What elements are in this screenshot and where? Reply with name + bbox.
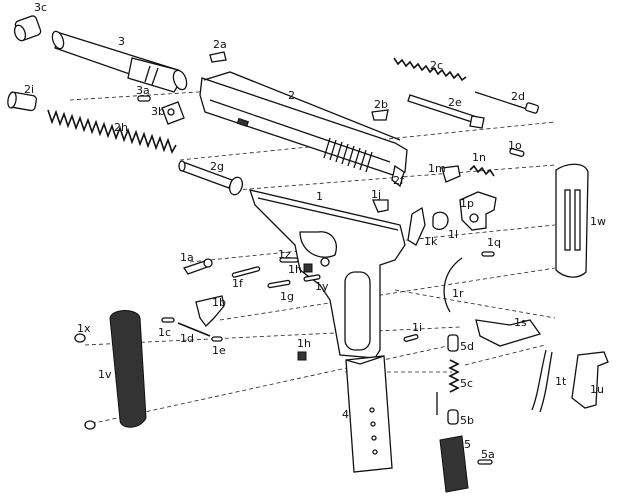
- label-2: 2: [288, 89, 295, 102]
- part-1z-1h-parts: [279, 257, 313, 273]
- label-1m: 1m: [428, 162, 446, 175]
- label-1y: 1y: [315, 280, 329, 293]
- label-1d: 1d: [180, 332, 194, 345]
- label-2f: 2f: [393, 174, 405, 187]
- label-1p: 1p: [460, 197, 474, 210]
- part-5d-part: [447, 334, 459, 352]
- part-1x-screw: [74, 333, 86, 343]
- part-3-barrel: [51, 30, 188, 93]
- part-1y-part: [303, 274, 321, 282]
- part-1t-part: [531, 349, 553, 413]
- part-1m-part: [441, 165, 461, 183]
- part-2-slide: [199, 71, 408, 177]
- part-2a-small-piece: [209, 51, 227, 63]
- label-5a: 5a: [481, 448, 495, 461]
- label-3b: 3b: [151, 105, 165, 118]
- label-1j: 1j: [371, 188, 381, 201]
- part-5c-spring: [448, 359, 460, 393]
- label-1q: 1q: [487, 236, 501, 249]
- label-2g: 2g: [210, 160, 224, 173]
- label-1b: 1b: [212, 296, 226, 309]
- part-5a-pin: [477, 459, 493, 465]
- label-1g: 1g: [280, 290, 294, 303]
- part-1q-pin: [481, 251, 495, 257]
- part-2g-guide-rod: [178, 160, 243, 196]
- part-1a-part: [182, 258, 213, 275]
- label-1f: 1f: [232, 277, 244, 290]
- label-1o: 1o: [508, 139, 522, 152]
- label-4: 4: [342, 408, 349, 421]
- part-1f-1g-pins: [231, 266, 291, 289]
- part-2d-firing-pin: [474, 91, 540, 114]
- part-labels: 3c 3 2a 2c 2i 3a 2 2d 3b 2b 2e 2h 1o 1n …: [24, 1, 606, 461]
- label-1c: 1c: [158, 326, 171, 339]
- part-1c-1d-1e-pins: [161, 317, 223, 342]
- label-3c: 3c: [34, 1, 47, 14]
- label-1: 1: [316, 190, 323, 203]
- label-1r: 1r: [452, 287, 464, 300]
- part-2c-firing-pin-spring: [393, 57, 467, 82]
- part-1v-grip: [109, 310, 147, 428]
- part-2i-spring-plug: [7, 91, 38, 112]
- part-1r-mainspring: [443, 257, 463, 313]
- label-5d: 5d: [460, 340, 474, 353]
- part-1h-lower-part: [297, 351, 307, 361]
- part-1n-spring: [469, 164, 495, 177]
- label-5b: 5b: [460, 414, 474, 427]
- part-3b-barrel-link: [161, 101, 185, 125]
- label-1a: 1a: [180, 251, 194, 264]
- label-2e: 2e: [448, 96, 462, 109]
- part-1j-part: [372, 199, 389, 213]
- label-1e: 1e: [212, 344, 226, 357]
- label-1v: 1v: [98, 368, 112, 381]
- part-1s-safety: [475, 319, 542, 347]
- label-2a: 2a: [213, 38, 227, 51]
- label-3: 3: [118, 35, 125, 48]
- label-1u: 1u: [590, 383, 604, 396]
- label-2c: 2c: [430, 59, 443, 72]
- part-1k-1l-parts: [407, 206, 449, 246]
- part-1w-grip-panel: [555, 163, 589, 278]
- label-3a: 3a: [136, 84, 150, 97]
- part-3a-link-pin: [137, 95, 151, 102]
- label-1i: 1i: [412, 321, 422, 334]
- part-2b-sight: [371, 109, 389, 121]
- label-1h: 1h: [288, 263, 302, 276]
- part-5b-part: [447, 409, 459, 425]
- label-1n: 1n: [472, 151, 486, 164]
- part-2f-part: [391, 164, 405, 188]
- label-2h: 2h: [114, 121, 128, 134]
- part-1i-pin: [403, 334, 419, 342]
- label-1h-lower: 1h: [297, 337, 311, 350]
- label-1x: 1x: [77, 322, 91, 335]
- part-1-frame: [249, 189, 406, 359]
- label-1t: 1t: [555, 375, 567, 388]
- part-1o-pin: [509, 148, 525, 157]
- part-1p-hammer: [459, 191, 497, 231]
- label-5c: 5c: [460, 377, 473, 390]
- part-4-magazine: [345, 355, 393, 473]
- part-1u-part: [571, 351, 609, 409]
- label-2d: 2d: [511, 90, 525, 103]
- part-3c-barrel-bushing: [13, 15, 42, 42]
- label-1k: 1k: [424, 235, 438, 248]
- part-2h-recoil-spring: [47, 109, 177, 154]
- label-1w: 1w: [590, 215, 606, 228]
- label-2i: 2i: [24, 83, 34, 96]
- label-5: 5: [464, 438, 471, 451]
- part-1b-trigger: [195, 295, 225, 327]
- label-1l: 1l: [448, 228, 458, 241]
- part-5-mainspring-housing: [439, 435, 469, 493]
- label-1s: 1s: [514, 316, 527, 329]
- part-lower-screw: [84, 420, 96, 430]
- label-2b: 2b: [374, 98, 388, 111]
- part-2e-extractor: [407, 94, 485, 129]
- label-1z: 1z: [278, 248, 291, 261]
